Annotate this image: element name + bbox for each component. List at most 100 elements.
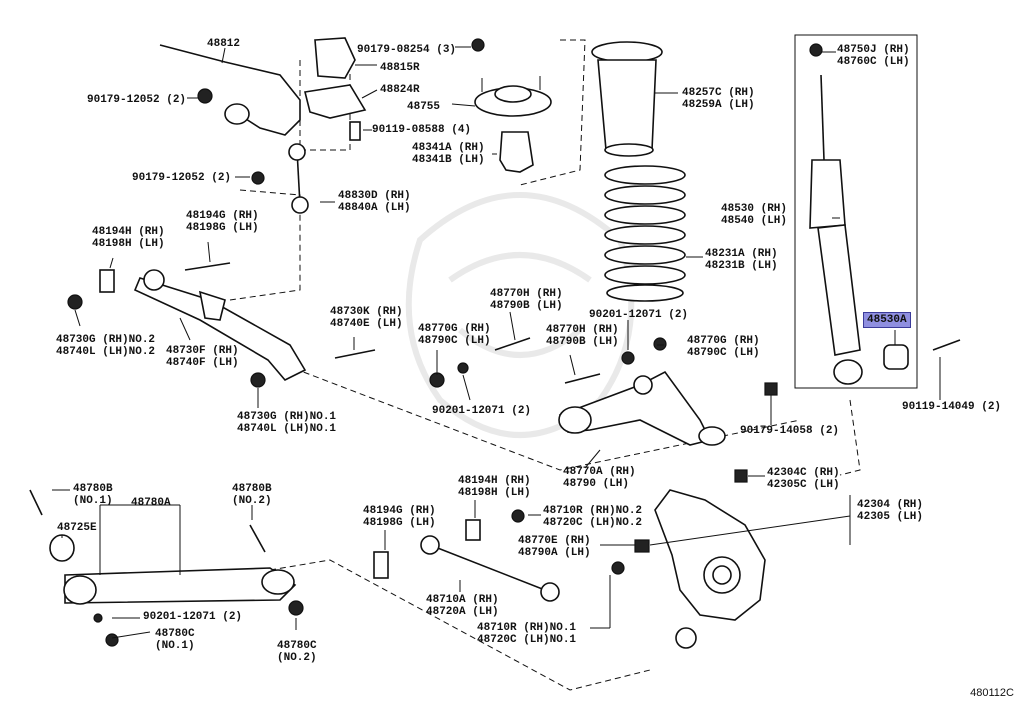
stabilizer-bushing	[224, 103, 250, 125]
trailing-arm	[133, 277, 307, 381]
leader-lines	[52, 46, 941, 639]
lower-arm-washer	[93, 613, 103, 623]
label-90179-12052-a: 90179-12052 (2)	[87, 94, 187, 106]
toe-arm-bolt	[373, 551, 389, 579]
label-48530A[interactable]: 48530A	[863, 312, 911, 328]
lower-arm-bolt-no1	[29, 489, 43, 516]
label-48710A: 48710A (RH)48720A (LH)	[426, 594, 499, 618]
upper-arm-front-bushing	[633, 375, 653, 395]
knuckle-bushing	[734, 469, 748, 483]
carrier-knuckle	[654, 489, 766, 621]
stabilizer-bracket	[304, 84, 367, 119]
upper-arm-bolt-2	[494, 337, 531, 351]
label-48770G-a: 48770G (RH)48790C (LH)	[418, 323, 491, 347]
label-48770G-b: 48770G (RH)48790C (LH)	[687, 335, 760, 359]
upper-arm-washer	[457, 362, 469, 374]
boot-bottom	[604, 143, 654, 157]
arm-nut-no1	[250, 372, 266, 388]
lower-arm-bolt-no2	[249, 524, 266, 553]
toe-arm-washer-2	[634, 539, 650, 553]
arm-dashed-line	[284, 364, 801, 471]
shock-nut	[809, 43, 823, 57]
trailing-arm-bushing	[143, 269, 165, 291]
label-90119-14049: 90119-14049 (2)	[902, 401, 1002, 413]
toe-arm-nut-no2	[511, 509, 525, 523]
toe-control-arm	[429, 544, 551, 593]
upper-arm-bolt	[564, 373, 601, 384]
label-48530: 48530 (RH)48540 (LH)	[721, 203, 788, 227]
shock-lower-eye	[833, 359, 863, 385]
label-48780B-no2: 48780B(NO.2)	[232, 483, 272, 507]
label-48194H-a: 48194H (RH)48198H (LH)	[92, 226, 165, 250]
label-48770E: 48770E (RH)48790A (LH)	[518, 535, 591, 559]
toe-arm-end	[540, 582, 560, 602]
shock-rod	[820, 74, 825, 161]
stabilizer-bushing-48815R	[314, 37, 356, 79]
label-48770H-a: 48770H (RH)48790B (LH)	[490, 288, 563, 312]
label-48830: 48830D (RH)48840A (LH)	[338, 190, 411, 214]
label-48755: 48755	[407, 101, 441, 113]
label-90201-12071-b: 90201-12071 (2)	[432, 405, 532, 417]
label-90201-12071-a: 90201-12071 (2)	[589, 309, 689, 321]
toe-arm-washer	[465, 519, 481, 541]
upper-arm-washer-2	[621, 351, 635, 365]
upper-arm-nut-2	[653, 337, 667, 351]
label-48780C-no2: 48780C(NO.2)	[277, 640, 317, 664]
label-48770H-b: 48770H (RH)48790B (LH)	[546, 324, 619, 348]
label-48194G-a: 48194G (RH)48198G (LH)	[186, 210, 259, 234]
label-90179-14058: 90179-14058 (2)	[740, 425, 840, 437]
arm-bracket	[198, 290, 226, 321]
label-48341: 48341A (RH)48341B (LH)	[412, 142, 485, 166]
label-48750: 48750J (RH)48760C (LH)	[837, 44, 910, 68]
toe-arm-nut-no1	[611, 561, 625, 575]
label-48257: 48257C (RH)48259A (LH)	[682, 87, 755, 111]
label-48194G-b: 48194G (RH)48198G (LH)	[363, 505, 436, 529]
label-48725E: 48725E	[57, 522, 97, 534]
arm-bolt-48730K	[334, 349, 376, 359]
lower-arm-bushing	[63, 575, 97, 605]
strut-dashed-line	[519, 39, 586, 186]
label-48730F: 48730F (RH)48740F (LH)	[166, 345, 239, 369]
label-48194H-b: 48194H (RH)48198H (LH)	[458, 475, 531, 499]
label-48824R: 48824R	[380, 84, 420, 96]
label-48780B-no1: 48780B(NO.1)	[73, 483, 113, 507]
knuckle-hub-center	[712, 565, 732, 585]
lower-arm-end	[261, 569, 295, 595]
diagram-code: 480112C	[970, 687, 1014, 699]
boot-top	[591, 41, 663, 63]
bracket-bolt	[349, 121, 361, 141]
label-48780C-no1: 48780C(NO.1)	[155, 628, 195, 652]
shock-bushing-48530A	[883, 344, 909, 370]
stabilizer-nut	[197, 88, 213, 104]
label-90179-12052-b: 90179-12052 (2)	[132, 172, 232, 184]
label-48730K: 48730K (RH)48740E (LH)	[330, 306, 403, 330]
arm-bolt	[184, 262, 231, 271]
lower-dashed-line	[269, 559, 651, 691]
bound-stopper	[499, 131, 534, 173]
upper-support-center	[494, 85, 532, 103]
lower-arm-nut-no1	[105, 633, 119, 647]
label-90179-08254: 90179-08254 (3)	[357, 44, 457, 56]
shock-washer	[764, 382, 778, 396]
mount-nut	[471, 38, 485, 52]
coil-spring	[604, 165, 686, 302]
dust-boot	[597, 59, 657, 151]
link-upper-joint	[288, 143, 306, 161]
shock-dashed-line	[839, 399, 861, 476]
label-48815R: 48815R	[380, 62, 420, 74]
shock-box	[794, 34, 918, 389]
knuckle-lower-eye	[675, 627, 697, 649]
stabilizer-bar	[159, 44, 301, 136]
arm-washer	[99, 269, 115, 293]
label-90201-12071-c: 90201-12071 (2)	[143, 611, 243, 623]
arm-nut-no2	[67, 294, 83, 310]
label-48812: 48812	[207, 38, 241, 50]
link-lower-joint	[291, 196, 309, 214]
bushing-48725E	[49, 534, 75, 562]
lower-arm-nut-no2	[288, 600, 304, 616]
label-48770A: 48770A (RH)48790 (LH)	[563, 466, 636, 490]
